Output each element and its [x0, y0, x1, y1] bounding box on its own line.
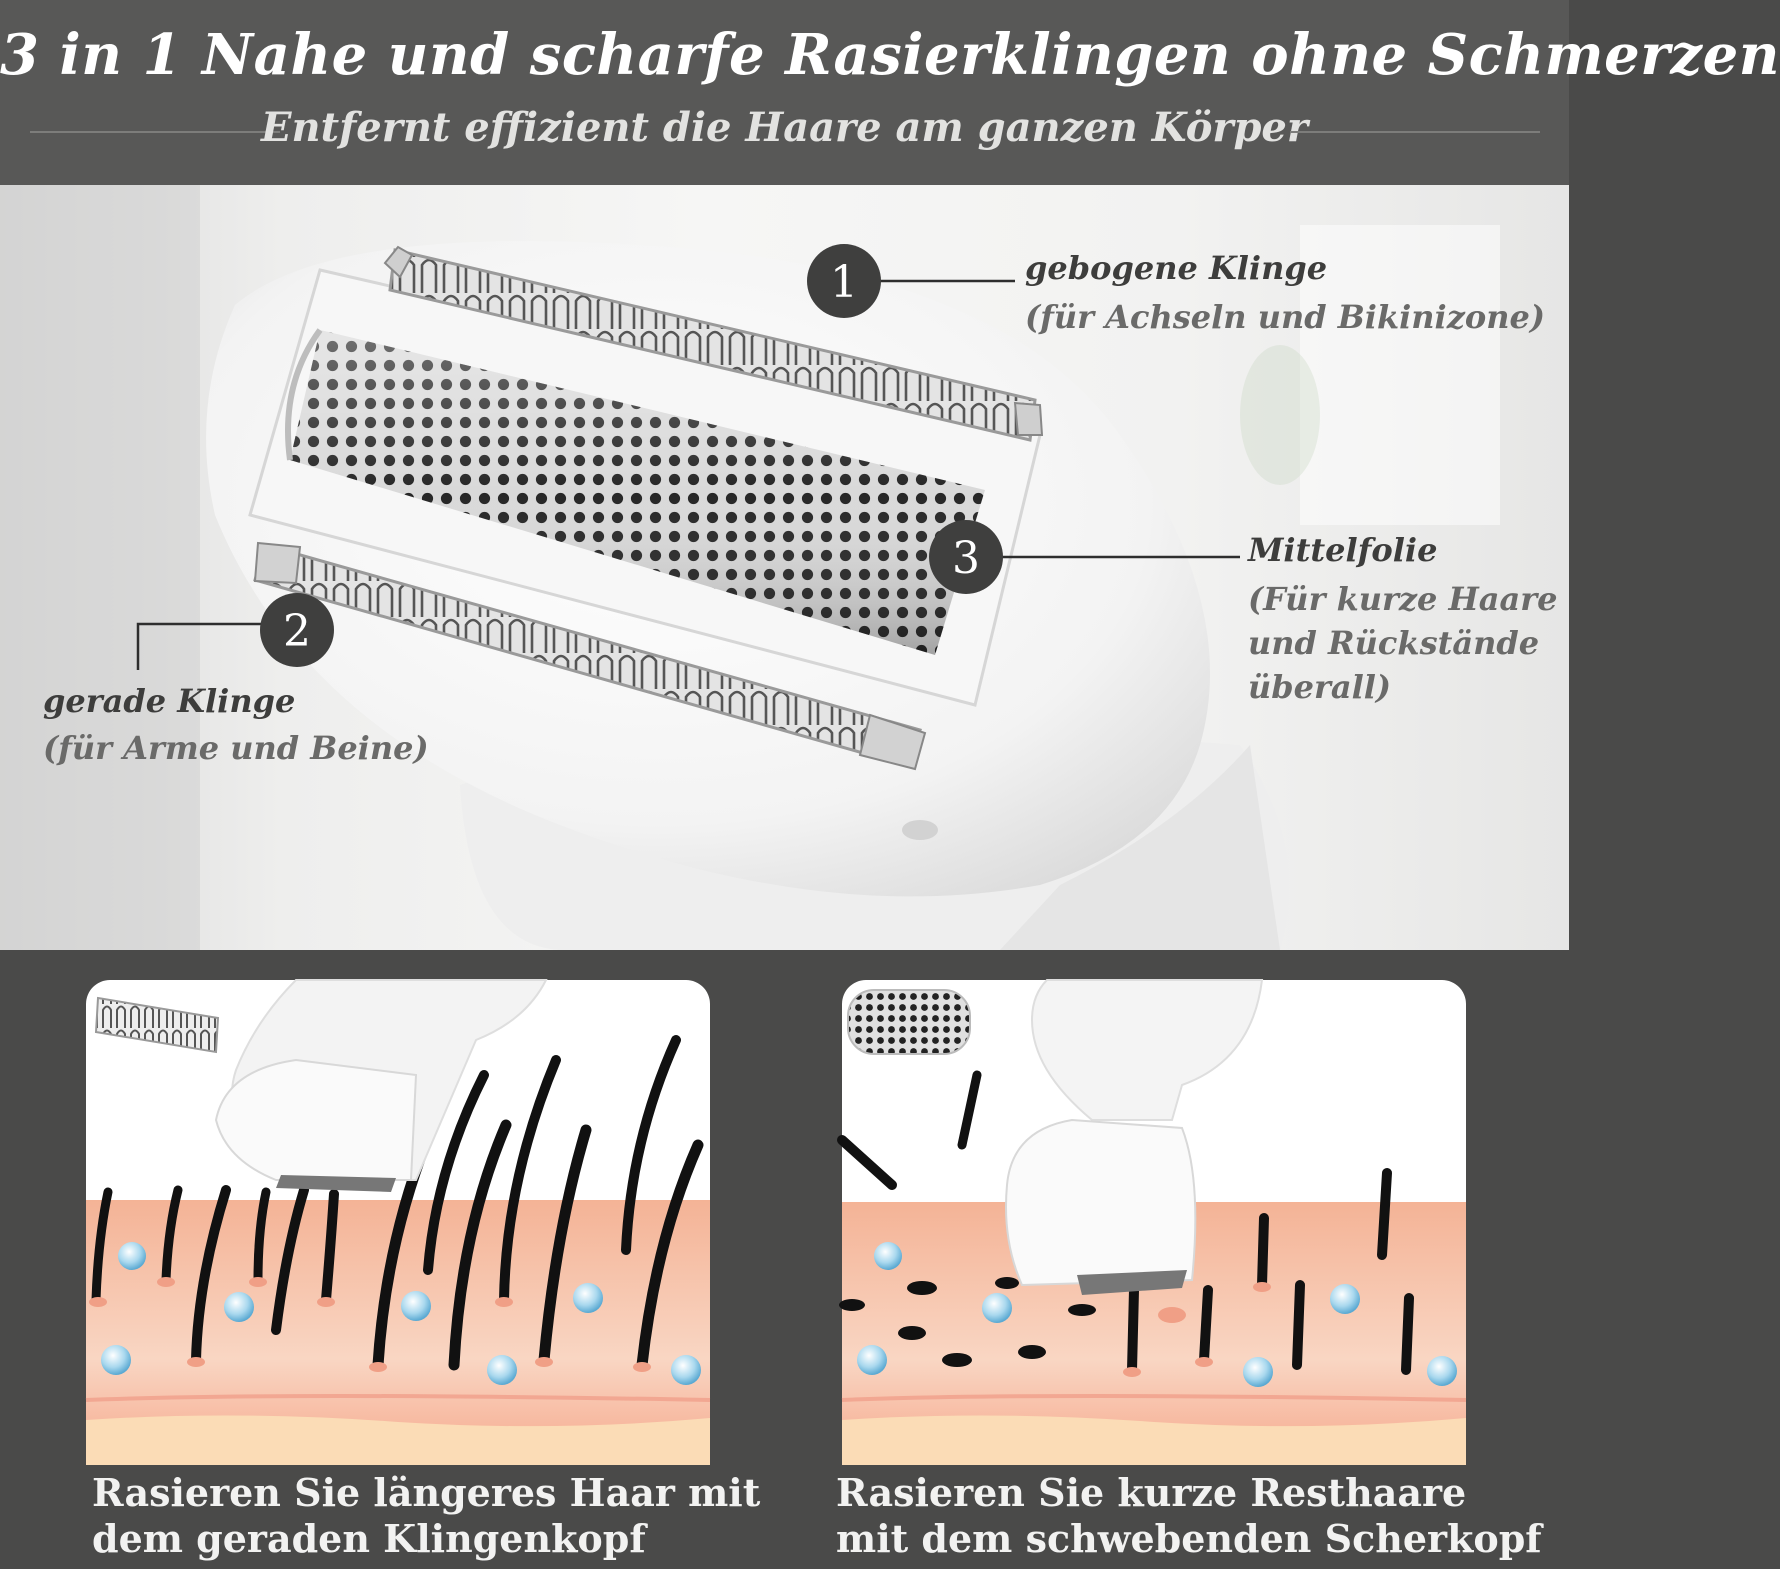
- caption-short-hair: Rasieren Sie kurze Resthaare mit dem sch…: [836, 1470, 1542, 1562]
- callout-3-title: Mittelfolie: [1248, 531, 1438, 569]
- caption-long-hair: Rasieren Sie längeres Haar mit dem gerad…: [92, 1470, 760, 1562]
- caption-short-hair-line-1: Rasieren Sie kurze Resthaare: [836, 1470, 1467, 1515]
- callout-3-desc-1: (Für kurze Haare: [1248, 580, 1558, 618]
- leader-line-2: [136, 622, 262, 670]
- page-title: 3 in 1 Nahe und scharfe Rasierklingen oh…: [0, 22, 1780, 88]
- short-hair-illustration: [837, 979, 1467, 1465]
- badge-3: 3: [929, 520, 1003, 594]
- page-subtitle: Entfernt effizient die Haare am ganzen K…: [261, 104, 1308, 151]
- panel-long-hair: [85, 979, 711, 1465]
- callout-1-desc: (für Achseln und Bikinizone): [1025, 298, 1545, 336]
- product-image: 1 3 2 gebogene Klinge (für Achseln und B…: [0, 185, 1569, 950]
- callout-1-title: gebogene Klinge: [1025, 249, 1328, 287]
- subtitle-rule-right: [1290, 131, 1540, 133]
- badge-3-number: 3: [952, 533, 980, 584]
- badge-2: 2: [260, 593, 334, 667]
- callout-2-desc: (für Arme und Beine): [43, 729, 429, 767]
- badge-2-number: 2: [283, 606, 311, 657]
- subtitle-rule-left: [30, 131, 280, 133]
- callout-3-desc-3: überall): [1248, 668, 1392, 706]
- badge-1-number: 1: [830, 257, 858, 308]
- badge-1: 1: [807, 244, 881, 318]
- caption-short-hair-line-2: mit dem schwebenden Scherkopf: [836, 1516, 1542, 1561]
- caption-long-hair-line-2: dem geraden Klingenkopf: [92, 1516, 646, 1561]
- long-hair-illustration: [85, 979, 711, 1465]
- panel-short-hair: [837, 979, 1467, 1465]
- callout-3-desc-2: und Rückstände: [1248, 624, 1540, 662]
- shaver-head-illustration: 1 3 2: [0, 185, 1500, 950]
- straight-blade-thumbnail: [94, 996, 220, 1054]
- callout-2-title: gerade Klinge: [43, 682, 296, 720]
- foil-thumbnail: [847, 989, 971, 1055]
- header: 3 in 1 Nahe und scharfe Rasierklingen oh…: [0, 0, 1780, 185]
- caption-long-hair-line-1: Rasieren Sie längeres Haar mit: [92, 1470, 761, 1515]
